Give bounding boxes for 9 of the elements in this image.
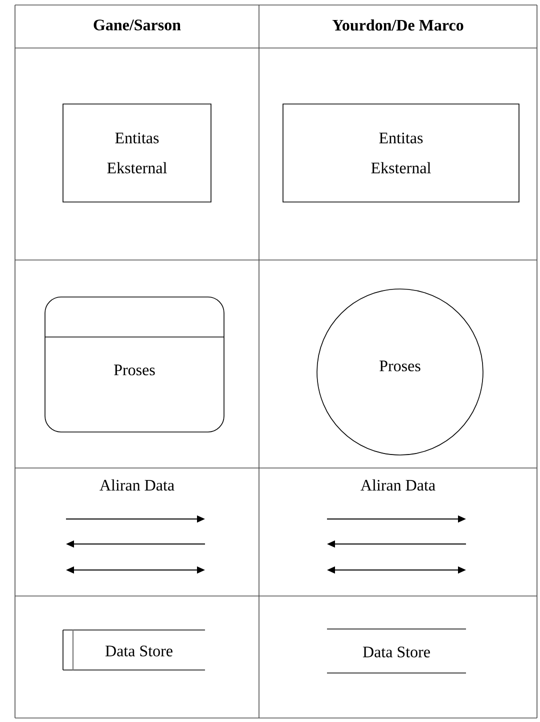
data-store: Data Store bbox=[62, 630, 206, 670]
entity-box: Entitas Eksternal bbox=[282, 104, 520, 202]
entity-box: Entitas Eksternal bbox=[62, 104, 212, 202]
column-header: Yourdon/De Marco bbox=[332, 19, 464, 31]
process-box: Proses bbox=[44, 296, 224, 432]
symbol-caption: Aliran Data bbox=[360, 479, 436, 491]
data-store: Data Store bbox=[326, 628, 466, 674]
column-header: Gane/Sarson bbox=[94, 20, 181, 30]
symbol-caption: Aliran Data bbox=[100, 479, 174, 491]
